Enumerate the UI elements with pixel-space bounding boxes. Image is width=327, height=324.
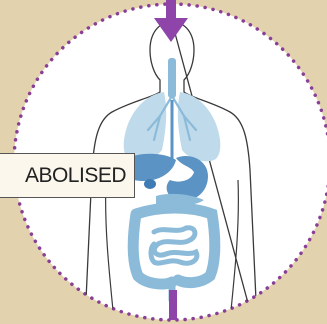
trachea bbox=[168, 58, 176, 98]
abolished-label-box: ABOLISED bbox=[0, 153, 135, 198]
gallbladder bbox=[144, 179, 156, 189]
exit-stem bbox=[169, 290, 177, 324]
abolished-label: ABOLISED bbox=[25, 164, 126, 188]
